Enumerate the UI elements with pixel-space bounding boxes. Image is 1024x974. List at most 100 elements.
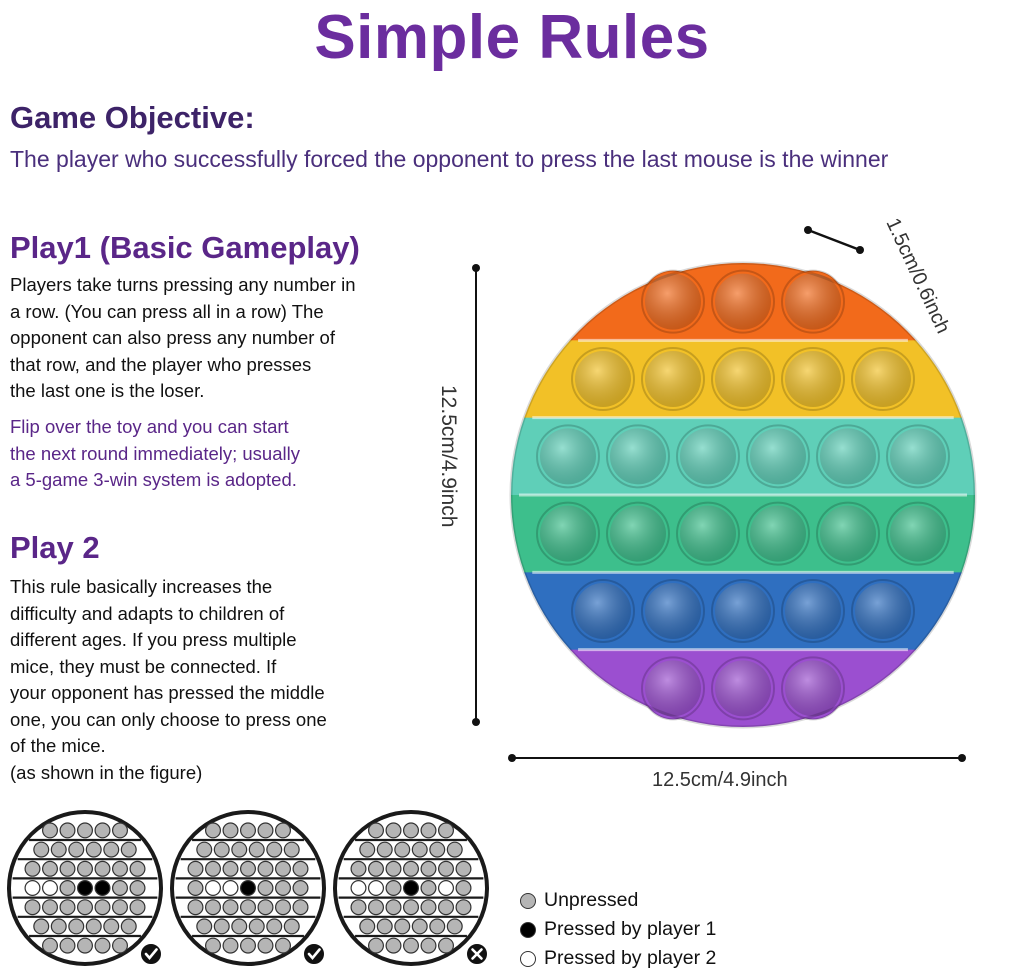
unpressed-cell — [85, 841, 102, 858]
unpressed-cell — [205, 822, 222, 839]
toy-bubble-shading — [785, 351, 841, 407]
unpressed-cell — [376, 841, 393, 858]
player2-cell — [41, 879, 58, 896]
toy-bubble-shading — [820, 505, 876, 562]
toy-bubble-shading — [715, 273, 771, 330]
unpressed-cell — [68, 841, 85, 858]
unpressed-cell — [257, 899, 274, 916]
unpressed-cell — [59, 899, 76, 916]
unpressed-cell — [129, 899, 146, 916]
unpressed-cell — [248, 918, 265, 935]
play2-line: This rule basically increases the — [10, 576, 273, 597]
toy-bubble-shading — [645, 660, 701, 717]
unpressed-cell — [420, 822, 437, 839]
unpressed-cell — [359, 918, 376, 935]
unpressed-cell — [59, 822, 76, 839]
unpressed-cell — [76, 899, 93, 916]
play1-note: Flip over the toy and you can start the … — [10, 414, 300, 494]
play1-note-line: the next round immediately; usually — [10, 442, 300, 464]
legend-label: Unpressed — [544, 889, 639, 911]
unpressed-cell — [403, 860, 420, 877]
play2-line: (as shown in the figure) — [10, 761, 203, 783]
unpressed-cell — [420, 879, 437, 896]
play1-line: that row, and the player who presses — [10, 353, 312, 375]
check-icon — [139, 942, 163, 966]
play2-line: of the mice. — [10, 735, 106, 756]
play2-line: difficulty and adapts to children of — [10, 602, 285, 624]
play2-description: This rule basically increases the diffic… — [10, 574, 327, 786]
unpressed-cell — [257, 822, 274, 839]
unpressed-cell — [385, 879, 402, 896]
unpressed-cell — [59, 937, 76, 954]
unpressed-cell — [24, 860, 41, 877]
unpressed-cell — [403, 822, 420, 839]
unpressed-cell — [85, 918, 102, 935]
dimension-end-dot — [958, 754, 966, 762]
unpressed-cell — [205, 937, 222, 954]
play1-line: opponent can also press any number of — [10, 327, 335, 348]
toy-bubble-shading — [890, 505, 946, 562]
unpressed-cell — [438, 860, 455, 877]
unpressed-cell — [41, 860, 58, 877]
unpressed-cell — [411, 918, 428, 935]
dimension-end-dot — [856, 246, 864, 254]
toy-bubble-shading — [680, 428, 736, 485]
unpressed-cell — [120, 841, 137, 858]
unpressed-cell — [429, 841, 446, 858]
unpressed-cell — [292, 899, 309, 916]
toy-bubble-shading — [855, 351, 911, 407]
play2-line: different ages. If you press multiple — [10, 629, 297, 650]
unpressed-cell — [257, 860, 274, 877]
unpressed-cell — [196, 841, 213, 858]
legend-item-player2: Pressed by player 2 — [520, 944, 716, 973]
unpressed-cell — [438, 822, 455, 839]
objective-text: The player who successfully forced the o… — [10, 146, 889, 172]
unpressed-cell — [76, 860, 93, 877]
unpressed-cell — [240, 822, 257, 839]
play1-line: a row. (You can press all in a row) The — [10, 300, 324, 322]
play1-heading: Play1 (Basic Gameplay) — [10, 230, 360, 265]
unpressed-cell — [368, 860, 385, 877]
unpressed-cell — [50, 918, 67, 935]
legend-label: Pressed by player 2 — [544, 947, 717, 969]
unpressed-cell — [275, 899, 292, 916]
toy-bubble-shading — [610, 428, 666, 485]
unpressed-cell — [420, 860, 437, 877]
player2-cell — [368, 879, 385, 896]
play1-description: Players take turns pressing any number i… — [10, 272, 356, 405]
unpressed-cell — [24, 899, 41, 916]
unpressed-cell — [240, 937, 257, 954]
toy-bubble-shading — [785, 583, 841, 639]
unpressed-cell — [240, 899, 257, 916]
unpressed-cell — [275, 860, 292, 877]
play1-line: the last one is the loser. — [10, 380, 205, 401]
toy-bubble-shading — [610, 505, 666, 562]
unpressed-cell — [41, 899, 58, 916]
unpressed-cell — [205, 899, 222, 916]
toy-bubble-shading — [645, 273, 701, 330]
toy-bubble-shading — [855, 583, 911, 639]
unpressed-cell — [231, 918, 248, 935]
unpressed-cell — [222, 822, 239, 839]
unpressed-cell — [213, 841, 230, 858]
unpressed-cell — [385, 822, 402, 839]
dimension-end-dot — [472, 264, 480, 272]
unpressed-cell — [59, 879, 76, 896]
unpressed-cell — [41, 822, 58, 839]
example-diagram — [170, 810, 326, 966]
unpressed-cell — [111, 937, 128, 954]
unpressed-cell — [129, 860, 146, 877]
toy-bubble-shading — [820, 428, 876, 485]
unpressed-cell — [76, 822, 93, 839]
page-title: Simple Rules — [314, 3, 710, 72]
unpressed-cell — [222, 860, 239, 877]
play1-note-line: Flip over the toy and you can start — [10, 416, 289, 437]
toy-bubble-shading — [645, 351, 701, 407]
unpressed-cell — [403, 899, 420, 916]
unpressed-cell — [368, 937, 385, 954]
player1-cell — [94, 879, 111, 896]
toy-bubble-shading — [715, 660, 771, 717]
unpressed-cell — [248, 841, 265, 858]
legend: Unpressed Pressed by player 1 Pressed by… — [520, 886, 716, 973]
unpressed-cell — [359, 841, 376, 858]
